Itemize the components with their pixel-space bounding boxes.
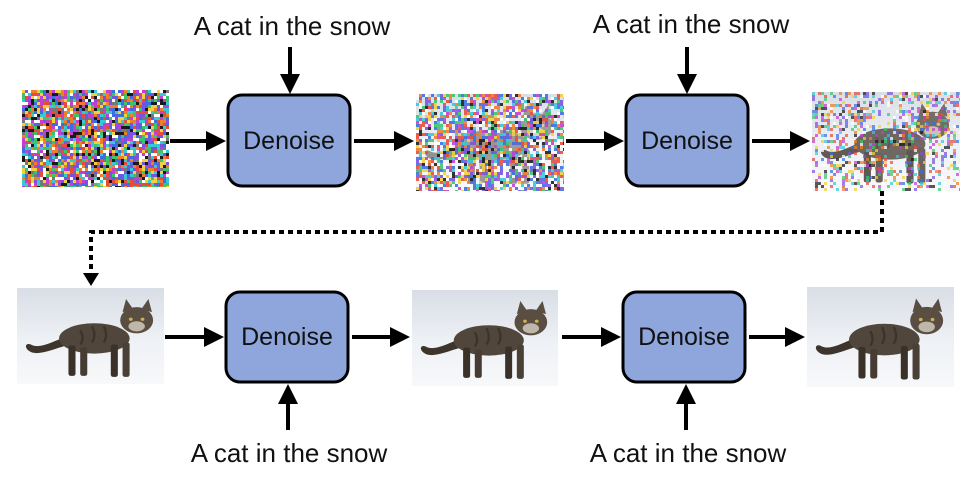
denoise-box-4: Denoise	[621, 290, 747, 384]
dotted-connector	[83, 191, 884, 286]
denoise-box-2: Denoise	[624, 93, 750, 188]
prompt-label-top-2: A cat in the snow	[593, 9, 790, 39]
denoise-label-4: Denoise	[638, 323, 730, 351]
denoise-label-1: Denoise	[243, 127, 335, 155]
prompt-label-bottom-2: A cat in the snow	[590, 438, 787, 468]
denoise-label-3: Denoise	[241, 323, 333, 351]
prompt-label-top-1: A cat in the snow	[194, 11, 391, 41]
denoise-box-1: Denoise	[226, 93, 352, 188]
image-stage-0	[22, 90, 169, 187]
denoise-box-3: Denoise	[224, 290, 350, 384]
denoise-label-2: Denoise	[641, 127, 733, 155]
image-stage-4	[412, 290, 558, 386]
prompt-label-bottom-1: A cat in the snow	[191, 438, 388, 468]
image-stage-3	[17, 288, 164, 384]
image-stage-2	[812, 92, 960, 191]
image-stage-1	[416, 94, 564, 191]
image-stage-5	[807, 287, 954, 387]
